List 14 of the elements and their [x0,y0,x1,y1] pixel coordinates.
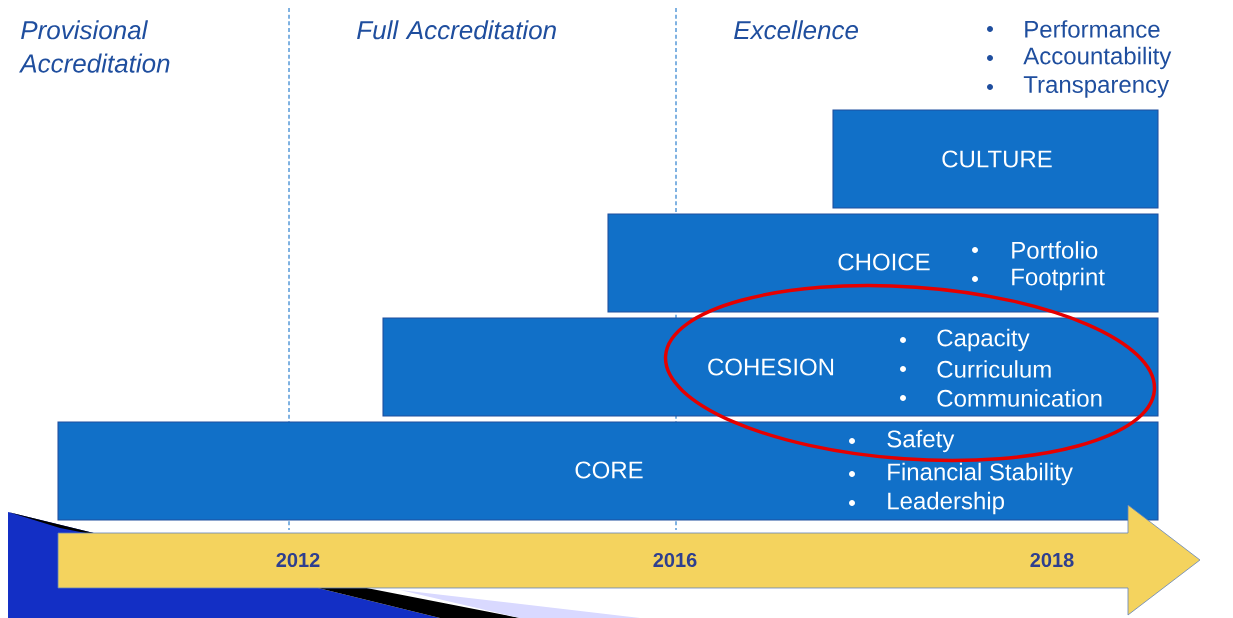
bullet-item: Financial Stability [849,462,1073,486]
phase-heading: Provisional Accreditation [19,20,170,73]
bullet-item: Accountability [987,46,1172,70]
phase-heading: Excellence [734,20,858,40]
bullet-item: Portfolio [972,241,1098,259]
bullet-item: Capacity [900,328,1030,352]
phase-heading: Full Accreditation [357,20,556,40]
phase-bar: CULTURE [832,109,1159,209]
bullet-item: Communication [900,389,1102,407]
bullet-item: Curriculum [900,360,1051,378]
bullet-item: Performance [987,20,1160,38]
bullet-item: Footprint [972,267,1105,291]
bullet-item: Safety [849,429,955,453]
bullet-item: Transparency [987,76,1170,98]
